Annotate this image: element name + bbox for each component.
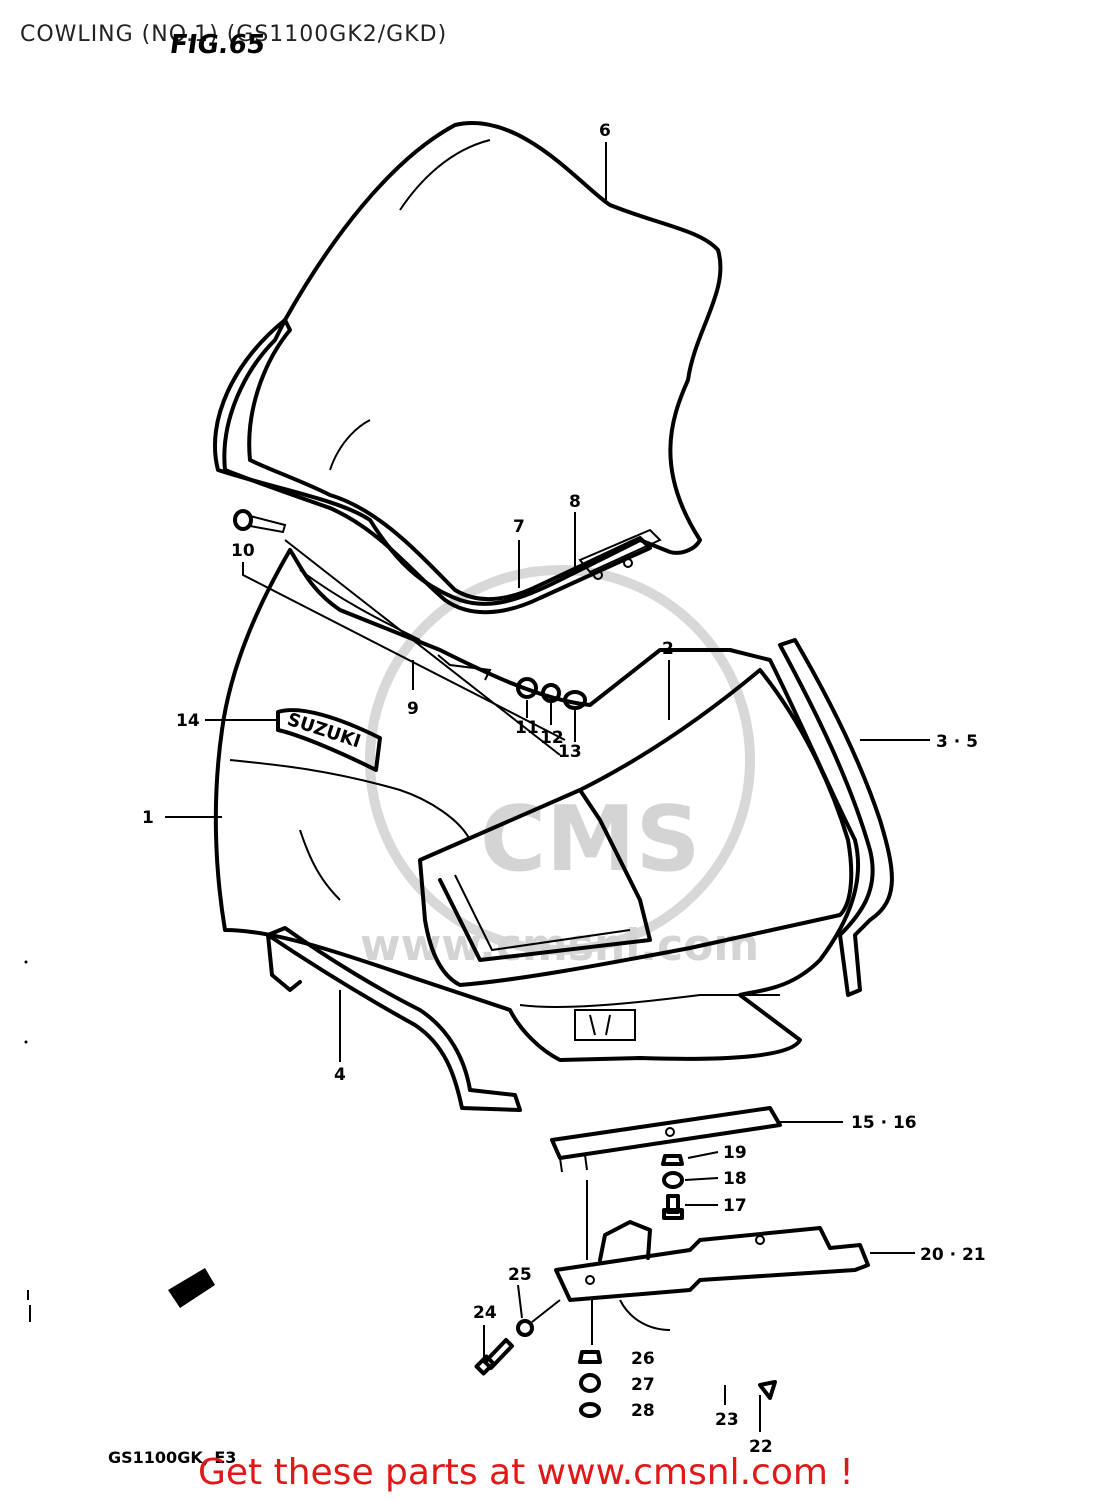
part-lower-trim[interactable] (266, 926, 522, 1112)
watermark: CMS www.cmsnl.com (360, 565, 759, 971)
callout-15-16: 15 · 16 (851, 1113, 917, 1133)
callout-1: 1 (142, 808, 154, 828)
callout-24: 24 (473, 1303, 497, 1323)
part-bolt-24[interactable] (474, 1338, 514, 1376)
callout-14: 14 (176, 711, 200, 731)
callout-26: 26 (631, 1349, 655, 1369)
callout-11: 11 (515, 718, 539, 738)
page-title: COWLING (NO.1) (GS1100GK2/GKD) (20, 22, 448, 47)
part-lower-bracket[interactable] (554, 1220, 870, 1331)
leader-lines (165, 142, 930, 1432)
promo-link[interactable]: Get these parts at www.cmsnl.com ! (198, 1452, 854, 1493)
part-cowling-body[interactable] (213, 548, 860, 1062)
callout-18: 18 (723, 1169, 747, 1189)
part-upper-stay[interactable] (550, 1106, 782, 1173)
margin-marks (24, 960, 31, 1322)
callout-7: 7 (513, 517, 525, 537)
forward-arrow-icon (168, 1268, 215, 1308)
part-side-trim[interactable] (778, 638, 894, 997)
part-cushion-27[interactable] (579, 1373, 601, 1393)
callout-10: 10 (231, 541, 255, 561)
part-cushion-26[interactable] (578, 1350, 602, 1364)
part-bracket-9[interactable] (437, 654, 492, 681)
callout-25: 25 (508, 1265, 532, 1285)
callout-19: 19 (723, 1143, 747, 1163)
part-cushion-18[interactable] (662, 1171, 684, 1189)
callout-20-21: 20 · 21 (920, 1245, 986, 1265)
part-emblem[interactable]: SUZUKI (276, 708, 382, 772)
part-screen-trim[interactable] (222, 318, 662, 615)
callout-17: 17 (723, 1196, 747, 1216)
callout-2: 2 (662, 639, 674, 659)
callout-8: 8 (569, 492, 581, 512)
callout-22: 22 (749, 1437, 773, 1457)
part-bolt-17[interactable] (662, 1194, 684, 1220)
callout-23: 23 (715, 1410, 739, 1430)
callout-12: 12 (540, 728, 564, 748)
part-grommets[interactable] (516, 677, 587, 710)
part-nut-25[interactable] (516, 1319, 534, 1337)
callout-28: 28 (631, 1401, 655, 1421)
part-clip-22[interactable] (758, 1380, 777, 1400)
model-code-label: GS1100GK, E3 (108, 1448, 237, 1467)
part-bolt-10[interactable] (233, 509, 287, 534)
callout-labels: 6 7 8 10 9 2 3 · 5 1 14 4 11 12 13 15 · … (142, 121, 986, 1457)
callout-6: 6 (599, 121, 611, 141)
callout-4: 4 (334, 1065, 346, 1085)
part-washer-28[interactable] (579, 1402, 601, 1418)
callout-9: 9 (407, 699, 419, 719)
part-headlight-lens[interactable] (418, 668, 854, 1041)
callout-13: 13 (558, 742, 582, 762)
callout-27: 27 (631, 1375, 655, 1395)
part-washer-19[interactable] (661, 1154, 684, 1166)
callout-3-5: 3 · 5 (936, 732, 978, 752)
